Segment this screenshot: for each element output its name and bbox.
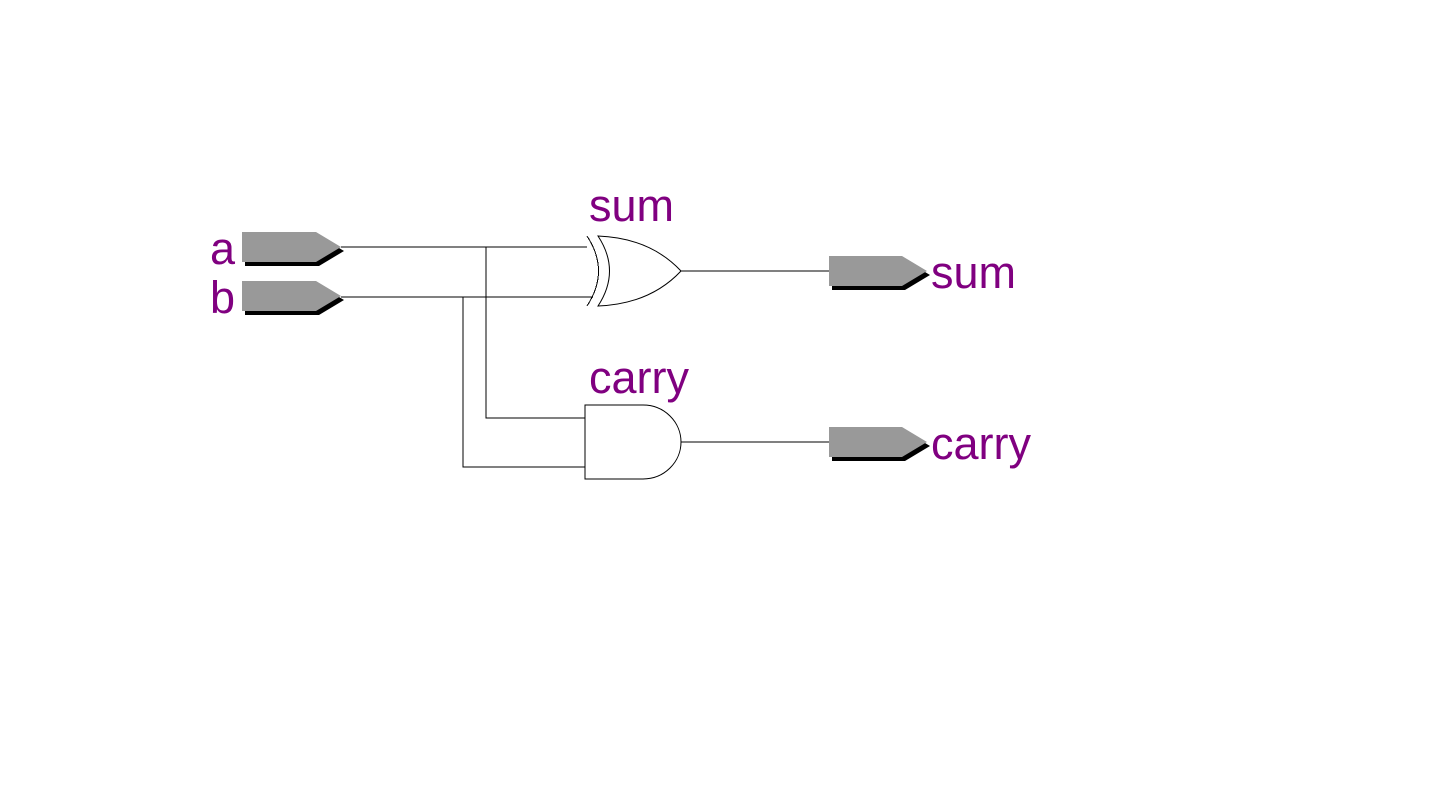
and-gate-instance-label: carry [589,352,689,403]
and-gate-body [584,404,682,480]
output-port-carry[interactable] [829,427,930,461]
input-port-a[interactable] [242,232,344,266]
input-port-a-shape [242,232,341,262]
xor-gate[interactable] [586,235,682,307]
output-label-sum: sum [931,247,1016,298]
output-port-sum-shape [829,256,927,286]
xor-gate-instance-label: sum [589,180,674,231]
output-port-carry-shape [829,427,927,457]
wires [341,246,829,468]
input-label-b: b [210,272,235,323]
input-port-b-shape [242,281,341,311]
input-port-b[interactable] [242,281,344,315]
input-label-a: a [210,223,236,274]
wire-b-to-and [462,297,585,468]
wire-a-to-and [485,247,585,419]
output-port-sum[interactable] [829,256,930,290]
and-gate[interactable] [584,404,682,480]
xor-gate-body [597,235,682,307]
xor-gate-input-arc [586,235,599,307]
output-label-carry: carry [931,418,1031,469]
